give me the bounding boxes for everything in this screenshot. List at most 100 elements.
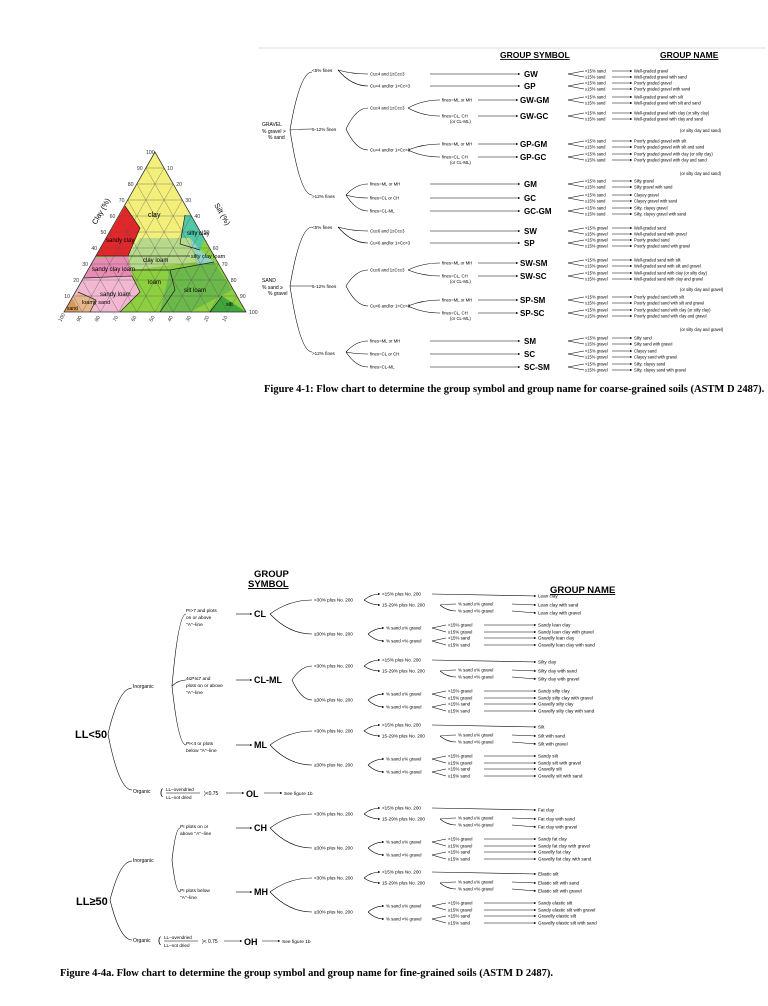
tick-clay: 10: [64, 294, 70, 300]
coarse-group-name: Well-graded sand with silt and gravel: [634, 264, 701, 269]
coarse-symbol-gp: GP: [524, 82, 536, 91]
fine-symbol-oh: OH: [244, 937, 258, 947]
axis-label-silt: Silt (%): [212, 202, 232, 228]
flow-line: [431, 771, 447, 777]
flow-arrow: [511, 603, 537, 607]
flow-arrow: [511, 881, 537, 885]
fine-group-name: Sandy lean clay: [538, 623, 571, 628]
tick-silt: 50: [204, 230, 210, 236]
cond-clml: "A"–line: [186, 690, 203, 696]
coarse-pct: <15% gravel: [585, 349, 608, 354]
fine-header-group: GROUP: [254, 569, 290, 580]
fine-group-name: Sandy silty clay with gravel: [538, 696, 593, 701]
pct-lt15-sand: <15% sand: [448, 702, 471, 707]
flow-line: [289, 285, 313, 353]
coarse-symbol-gc: GC: [524, 194, 536, 203]
flow-line: [439, 603, 457, 606]
sand-fines-gt12: >12% fines: [312, 351, 336, 356]
coarse-group-name: Well-graded gravel with clay (or silty c…: [634, 111, 710, 116]
pct-lt15-gravel: <15% gravel: [448, 689, 473, 694]
fine-group-name: Sandy silty clay: [538, 689, 570, 694]
n200-ge30: ≥30% plus No. 200: [314, 846, 353, 851]
ll-less-50-label: LL<50: [75, 729, 107, 741]
flow-line: [567, 140, 585, 145]
texture-region-silty-clay-loam: [190, 238, 214, 266]
coarse-criterion: Cu<6 and/or 1>Cc>3: [370, 241, 411, 246]
fine-group-name: Silt with gravel: [538, 742, 568, 747]
coarse-group-name: Poorly graded sand with silt and gravel: [634, 301, 704, 306]
fine-group-name: Elastic silt with sand: [538, 881, 580, 886]
flow-line: [107, 687, 133, 735]
ratio-sand-lt-gravel: % sand <% gravel: [386, 853, 422, 858]
flow-line: [567, 207, 585, 212]
coarse-pct: ≥15% gravel: [585, 314, 608, 319]
coarse-symbol-gp-gm: GP-GM: [520, 140, 547, 149]
flow-line: [431, 693, 447, 699]
coarse-pct: ≥15% sand: [585, 199, 606, 204]
gravel-root-line-3: % sand: [268, 135, 285, 141]
coarse-pct: <15% gravel: [585, 226, 608, 231]
coarse-symbol-sc-sm: SC-SM: [524, 363, 550, 372]
fine-symbol-ol: OL: [246, 789, 259, 799]
coarse-pct: ≥15% gravel: [585, 232, 608, 237]
cond-mh: "A"–line: [180, 895, 197, 901]
grid-line: [82, 167, 165, 312]
flow-line: [407, 107, 441, 117]
grid-line: [109, 231, 156, 312]
pct-lt15-sand: <15% sand: [448, 914, 471, 919]
pct-lt15-sand: <15% sand: [448, 850, 471, 855]
flow-arrow: [511, 888, 537, 893]
flow-line: [269, 599, 313, 615]
fine-symbol-cl-ml: CL-ML: [254, 675, 282, 685]
frac-num: LL–ovendried: [166, 787, 194, 792]
flow-line: [289, 129, 313, 196]
flow-arrow: [367, 626, 385, 635]
texture-region-clay-loam: [128, 238, 196, 270]
n200-lt30: <30% plus No. 200: [314, 664, 353, 669]
pct-lt15-sand: <15% sand: [448, 636, 471, 641]
fine-group-name: Gravelly elastic silt: [538, 914, 577, 919]
coarse-pct: ≥15% sand: [585, 117, 606, 122]
n200-lt30: <30% plus No. 200: [314, 876, 353, 881]
coarse-group-name: Poorly graded gravel with silt and sand: [634, 145, 705, 150]
flow-arrow: [363, 658, 381, 667]
fine-group-name: Silty clay with sand: [538, 669, 577, 674]
n200-lt15: <15% plus No. 200: [382, 592, 421, 597]
region-label-sandy-clay: sandy clay: [106, 238, 134, 244]
ratio-sand-lt-gravel: % sand <% gravel: [458, 740, 494, 745]
tick-clay: 80: [128, 182, 134, 188]
gravel-fines-5-12: 5-12% fines: [312, 127, 337, 132]
ratio-sand-ge-gravel: % sand ≥% gravel: [458, 602, 493, 607]
flow-line: [431, 755, 447, 760]
flow-line: [439, 670, 457, 678]
coarse-pct: <15% sand: [585, 139, 606, 144]
coarse-symbol-gp-gc: GP-GC: [520, 153, 546, 162]
ratio-sand-ge-gravel: % sand ≥% gravel: [458, 733, 493, 738]
ratio-sand-ge-gravel: % sand ≥% gravel: [386, 840, 421, 845]
fine-group-name: Sandy elastic silt with gravel: [538, 908, 595, 913]
coarse-group-name: Well-graded gravel with sand: [634, 75, 687, 80]
tick-silt: 30: [185, 198, 191, 204]
n200-lt30: <30% plus No. 200: [314, 729, 353, 734]
flow-line: [431, 854, 447, 860]
flow-arrow: [363, 870, 381, 879]
fine-group-name: Lean clay with gravel: [538, 611, 581, 616]
flow-arrow: [363, 599, 381, 607]
fine-group-name: Lean clay with sand: [538, 603, 579, 608]
coarse-pct: ≥15% sand: [585, 158, 606, 163]
see-figure-1b: See figure 1b: [282, 939, 311, 945]
coarse-pct: ≥15% sand: [585, 75, 606, 80]
coarse-group-name: Well-graded gravel with silt and sand: [634, 101, 702, 106]
n200-lt15: <15% plus No. 200: [382, 870, 421, 875]
coarse-group-name: Silty, clayey sand with gravel: [634, 368, 686, 373]
flow-line: [567, 112, 585, 117]
frac-paren: (: [158, 935, 161, 945]
region-label-loamy-sand: loamy sand: [82, 300, 110, 306]
fine-group-name: Fat clay: [538, 808, 555, 813]
region-label-silt-loam: silt loam: [184, 288, 206, 294]
tick-clay: 100: [146, 150, 155, 156]
flow-line: [431, 637, 447, 642]
region-label-silty-clay-loam: silty clay loam: [191, 254, 226, 260]
flow-line: [439, 817, 457, 820]
sand-root-title: SAND: [262, 278, 276, 284]
